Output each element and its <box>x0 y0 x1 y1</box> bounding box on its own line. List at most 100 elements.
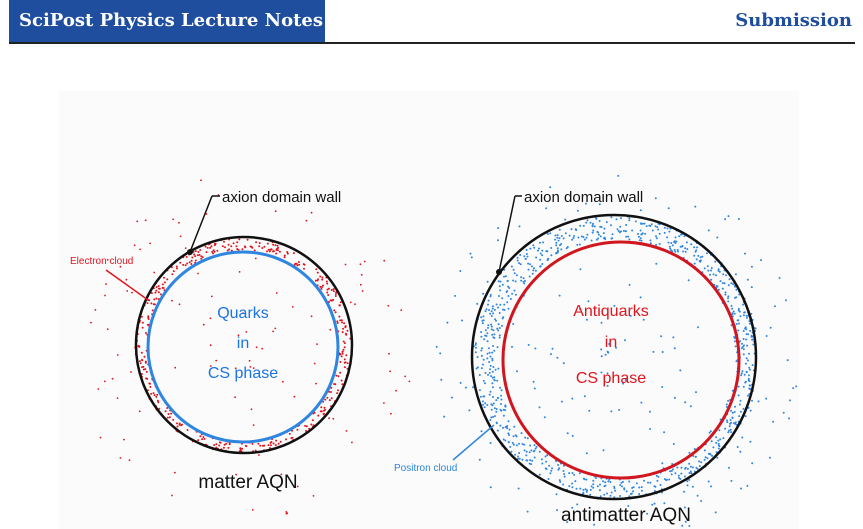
positron-dot <box>487 347 490 350</box>
positron-dot <box>517 457 519 460</box>
positron-dot <box>747 406 750 409</box>
positron-dot <box>503 309 506 311</box>
electron-dot <box>261 247 264 249</box>
positron-dot <box>738 293 741 296</box>
positron-dot <box>640 222 643 225</box>
electron-dot <box>333 309 336 312</box>
electron-dot <box>263 245 266 248</box>
electron-dot <box>330 386 333 389</box>
positron-dot <box>658 242 661 245</box>
electron-dot <box>295 262 298 265</box>
positron-dot <box>573 473 576 476</box>
positron-dot <box>525 253 528 255</box>
positron-dot <box>733 340 736 343</box>
electron-dot <box>196 254 199 257</box>
positron-dot <box>571 472 574 474</box>
positron-dot <box>703 458 706 461</box>
electron-dot <box>346 329 349 332</box>
positron-dot <box>737 385 740 388</box>
electron-dot <box>157 285 160 287</box>
positron-dot <box>493 308 496 311</box>
positron-dot <box>751 338 754 341</box>
positron-dot <box>585 318 588 321</box>
positron-dot <box>620 481 623 484</box>
positron-dot <box>497 306 499 309</box>
positron-dot <box>663 502 666 505</box>
positron-dot <box>748 380 751 383</box>
positron-dot <box>693 262 696 265</box>
electron-dot <box>341 321 344 324</box>
positron-dot <box>688 472 691 474</box>
positron-dot <box>545 460 548 463</box>
electron-dot <box>245 331 248 333</box>
positron-dot <box>502 308 504 311</box>
positron-dot <box>524 257 527 260</box>
positron-dot <box>491 333 494 336</box>
positron-dot <box>459 270 462 272</box>
positron-dot <box>517 455 519 458</box>
electron-dot <box>341 352 344 355</box>
electron-dot <box>227 446 230 449</box>
positron-dot <box>656 479 659 482</box>
positron-dot <box>571 486 574 489</box>
electron-dot <box>336 322 339 324</box>
positron-dot <box>640 233 643 236</box>
electron-dot <box>235 245 238 248</box>
electron-dot <box>147 318 150 320</box>
electron-dot <box>153 303 156 306</box>
positron-dot <box>617 174 620 177</box>
positron-dot <box>681 524 684 527</box>
positron-dot <box>743 344 745 347</box>
electron-dot <box>278 250 281 253</box>
positron-dot <box>742 314 745 317</box>
electron-dot <box>317 278 319 281</box>
electron-dot <box>190 263 193 265</box>
positron-dot <box>507 441 510 444</box>
positron-dot <box>494 318 497 321</box>
positron-dot <box>620 230 622 233</box>
positron-dot <box>786 359 789 362</box>
positron-dot <box>708 431 711 434</box>
electron-dot <box>200 179 202 182</box>
positron-dot <box>606 492 608 495</box>
electron-dot <box>205 213 208 215</box>
electron-dot <box>192 250 195 253</box>
positron-dot <box>792 387 795 390</box>
positron-dot <box>499 280 502 283</box>
positron-dot <box>678 235 681 238</box>
electron-dot <box>283 256 286 259</box>
positron-dot <box>725 403 728 406</box>
positron-dot <box>559 480 562 483</box>
positron-dot <box>674 472 677 475</box>
positron-dot <box>715 285 718 287</box>
positron-dot <box>717 442 720 445</box>
positron-dot <box>717 447 720 450</box>
electron-dot <box>241 248 244 251</box>
positron-dot <box>578 472 581 475</box>
positron-dot <box>627 505 630 507</box>
electron-dot <box>202 323 205 326</box>
positron-dot <box>526 459 529 462</box>
positron-dot <box>483 406 486 409</box>
positron-cloud-pointer <box>452 424 495 461</box>
positron-dot <box>478 374 481 376</box>
positron-dot <box>730 479 733 482</box>
positron-dot <box>598 203 601 206</box>
positron-dot <box>499 289 502 292</box>
electron-dot <box>339 301 342 304</box>
positron-dot <box>535 256 538 259</box>
electron-dot <box>296 428 299 431</box>
electron-dot <box>130 371 132 373</box>
electron-dot <box>354 303 356 306</box>
positron-dot <box>737 329 740 332</box>
positron-dot <box>719 438 722 441</box>
electron-dot <box>141 366 144 369</box>
electron-dot <box>248 359 251 362</box>
positron-dot <box>628 480 631 483</box>
positron-dot <box>741 436 744 439</box>
positron-dot <box>489 486 492 489</box>
positron-dot <box>655 235 657 238</box>
electron-dot <box>326 282 329 285</box>
positron-dot <box>574 480 577 483</box>
electron-dot <box>170 266 173 269</box>
